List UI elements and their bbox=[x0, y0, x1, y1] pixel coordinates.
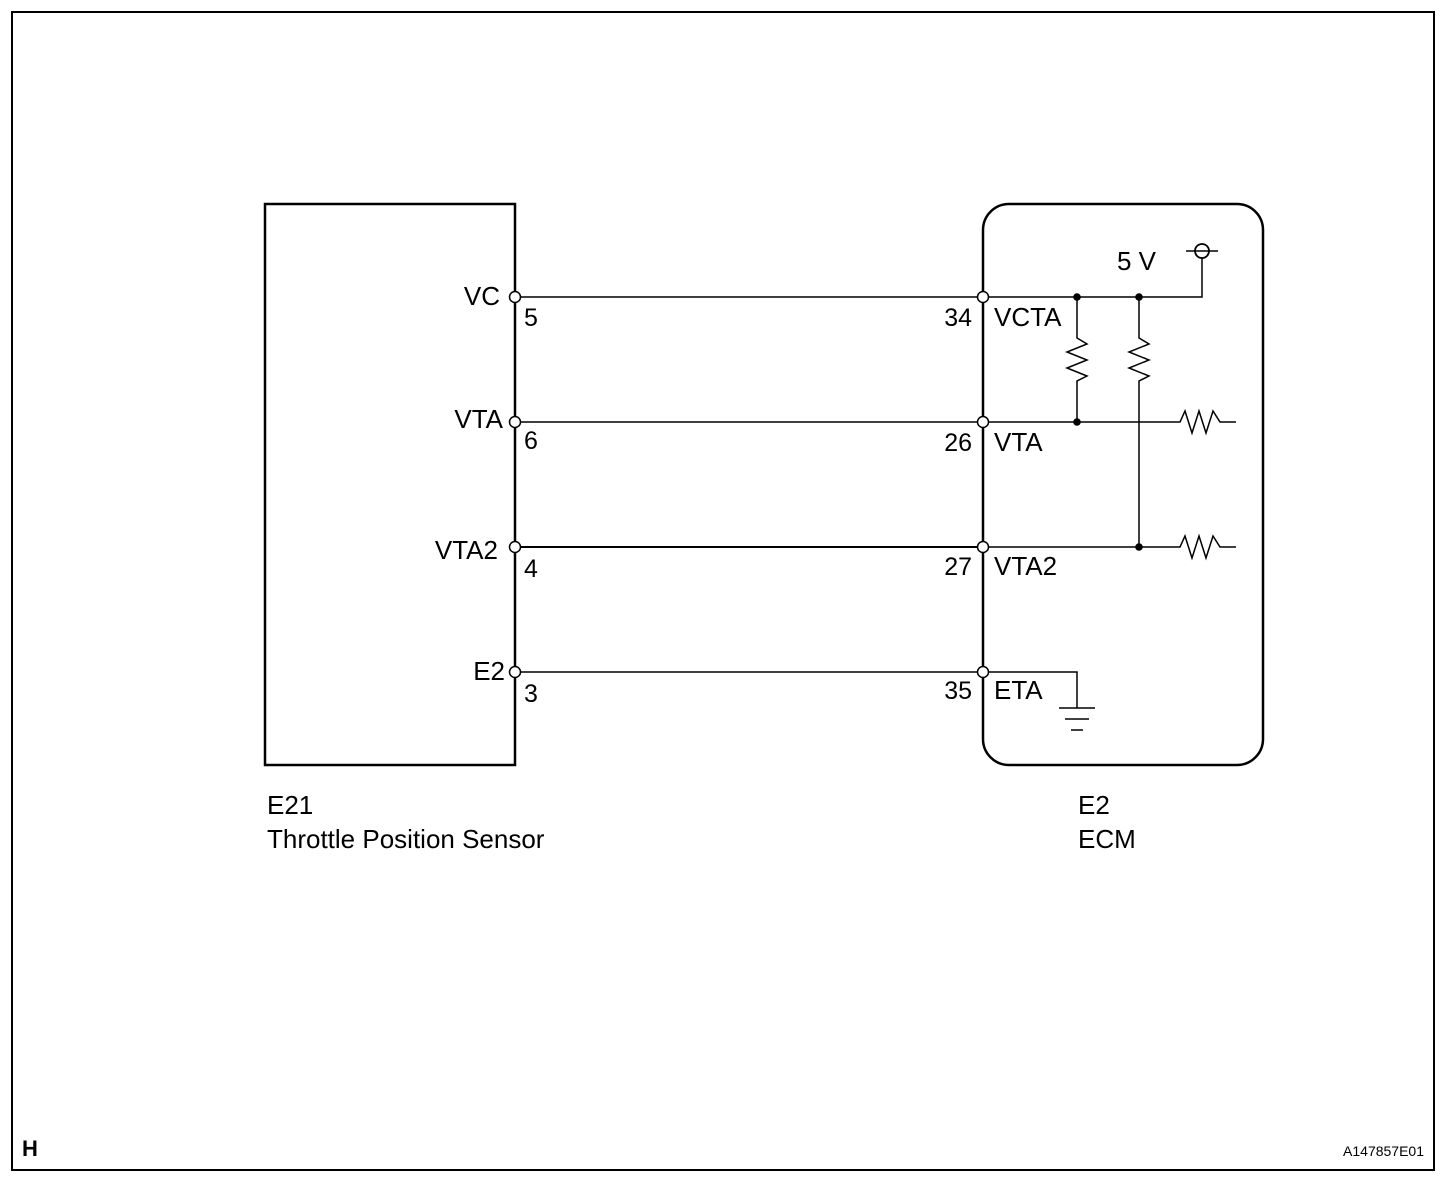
ecm-name: ECM bbox=[1078, 824, 1136, 854]
sensor-pin-label: VTA bbox=[454, 404, 503, 434]
ecm-pin-label: VCTA bbox=[994, 302, 1062, 332]
sensor-pin-label: VC bbox=[464, 281, 500, 311]
ecm-id: E2 bbox=[1078, 790, 1110, 820]
terminal-ecm-vta2 bbox=[976, 540, 990, 554]
terminal-e2 bbox=[508, 665, 522, 679]
junction-dot bbox=[1135, 293, 1143, 301]
terminal-vc bbox=[508, 290, 522, 304]
ecm-box bbox=[981, 202, 1265, 767]
connecting-wires bbox=[521, 296, 977, 673]
ecm-pin-label: VTA bbox=[994, 427, 1043, 457]
vta-internal-resistor-icon bbox=[989, 408, 1236, 436]
sensor-pin-label: E2 bbox=[473, 656, 505, 686]
ecm-pin-number: 35 bbox=[944, 677, 972, 705]
ecm-pin-label: ETA bbox=[994, 675, 1043, 705]
sensor-id: E21 bbox=[267, 790, 313, 820]
terminal-vcta bbox=[976, 290, 990, 304]
junction-dot bbox=[1073, 293, 1081, 301]
sensor-pin-number: 6 bbox=[524, 427, 538, 455]
sensor-pin-number: 3 bbox=[524, 680, 538, 708]
terminal-vta2 bbox=[508, 540, 522, 554]
pullup-resistor-vta2-icon bbox=[1126, 297, 1152, 547]
supply-voltage-label: 5 V bbox=[1117, 246, 1157, 276]
terminal-ecm-vta bbox=[976, 415, 990, 429]
terminal-vta bbox=[508, 415, 522, 429]
supply-rail bbox=[989, 258, 1203, 298]
ecm-pin-number: 26 bbox=[944, 429, 972, 457]
ecm-terminals bbox=[976, 290, 990, 679]
vta2-internal-resistor-icon bbox=[989, 533, 1236, 561]
sensor-box bbox=[263, 202, 517, 767]
sensor-name: Throttle Position Sensor bbox=[267, 824, 545, 854]
corner-mark: H bbox=[22, 1136, 38, 1161]
sensor-pin-number: 4 bbox=[524, 555, 538, 583]
sensor-pin-number: 5 bbox=[524, 304, 538, 332]
eta-ground-wire bbox=[989, 671, 1078, 708]
ecm-pin-label: VTA2 bbox=[994, 551, 1057, 581]
junction-dot bbox=[1073, 418, 1081, 426]
ecm-pin-number: 34 bbox=[944, 304, 972, 332]
diagram-frame bbox=[11, 11, 1435, 1171]
figure-code: A147857E01 bbox=[1343, 1143, 1424, 1159]
junction-dot bbox=[1135, 543, 1143, 551]
sensor-pin-label: VTA2 bbox=[435, 535, 498, 565]
terminal-eta bbox=[976, 665, 990, 679]
sensor-terminals bbox=[508, 290, 522, 679]
pullup-resistor-vta-icon bbox=[1064, 297, 1090, 422]
ecm-internal-wiring bbox=[989, 243, 1236, 731]
ecm-pin-number: 27 bbox=[944, 553, 972, 581]
